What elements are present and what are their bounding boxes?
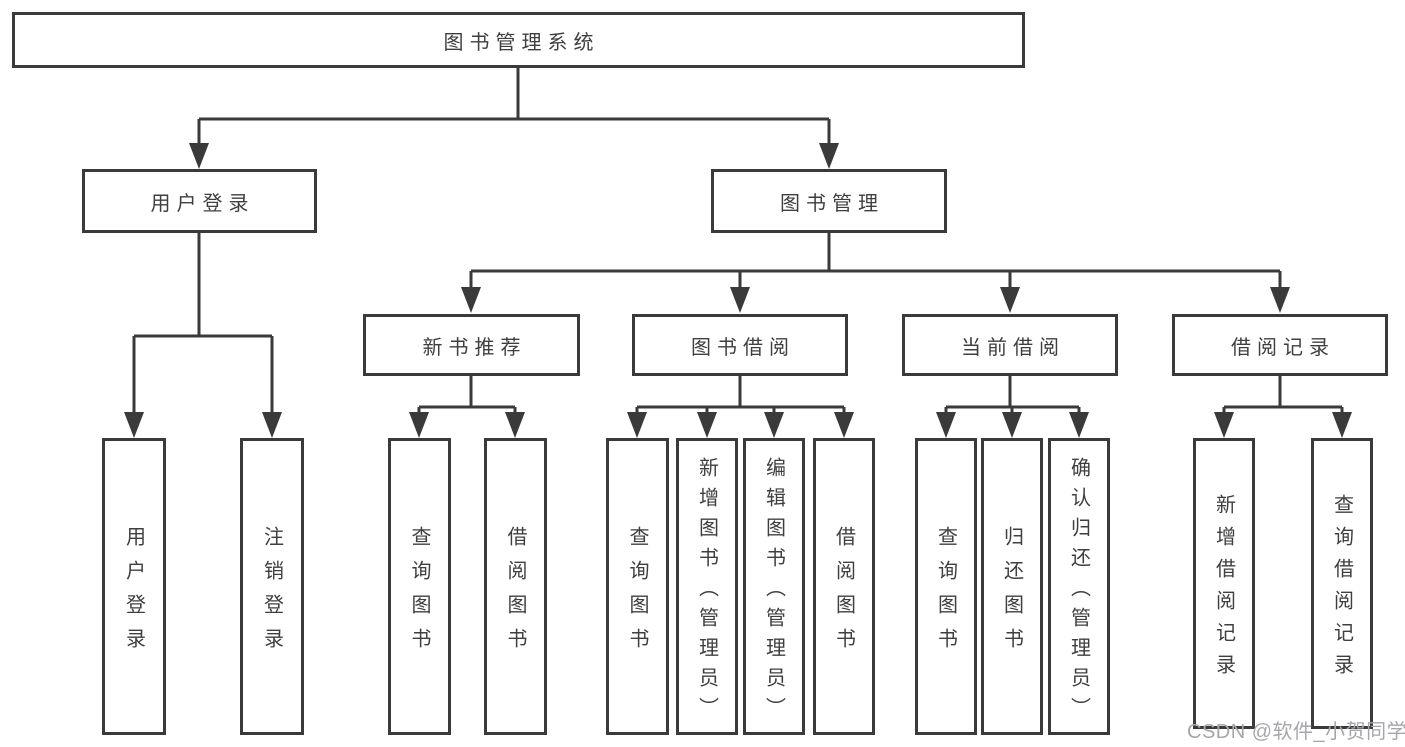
leaf-borrow-books-2-label: 借阅图书 <box>832 525 855 662</box>
leaf-query-books-2: 查询图书 <box>606 438 669 735</box>
node-new-book-recommendation-label: 新书推荐 <box>422 336 527 359</box>
leaf-add-borrow-record: 新增借阅记录 <box>1193 438 1255 729</box>
leaf-query-books-1: 查询图书 <box>388 438 451 735</box>
leaf-confirm-return-admin-label: 确认归还（管理员） <box>1067 456 1090 727</box>
leaf-query-borrow-record-label: 查询借阅记录 <box>1330 493 1353 686</box>
leaf-borrow-books-1: 借阅图书 <box>484 438 547 735</box>
node-library-management-system: 图书管理系统 <box>12 12 1025 68</box>
connector-line-paths <box>132 68 1344 414</box>
node-borrowing-records: 借阅记录 <box>1172 314 1388 376</box>
leaf-borrow-books-2: 借阅图书 <box>813 438 875 735</box>
node-new-book-recommendation: 新书推荐 <box>363 314 580 376</box>
node-library-management-system-label: 图书管理系统 <box>443 31 600 54</box>
leaf-query-books-1-label: 查询图书 <box>408 525 430 662</box>
leaf-logout-label: 注销登录 <box>260 525 283 662</box>
node-book-borrowing: 图书借阅 <box>632 314 848 376</box>
leaf-query-books-3-label: 查询图书 <box>934 525 957 662</box>
node-current-borrowing: 当前借阅 <box>902 314 1118 376</box>
leaf-query-borrow-record: 查询借阅记录 <box>1311 438 1373 729</box>
node-book-management-label: 图书管理 <box>780 192 884 215</box>
csdn-watermark: CSDN @软件_小贺同学 <box>1187 721 1405 743</box>
node-user-login: 用户登录 <box>82 169 317 233</box>
leaf-return-books-label: 归还图书 <box>1000 525 1023 662</box>
arrowheads <box>124 143 1352 438</box>
leaf-add-borrow-record-label: 新增借阅记录 <box>1212 493 1235 686</box>
node-current-borrowing-label: 当前借阅 <box>961 336 1065 359</box>
leaf-confirm-return-admin: 确认归还（管理员） <box>1048 438 1110 735</box>
node-book-borrowing-label: 图书借阅 <box>691 336 795 359</box>
leaf-logout: 注销登录 <box>240 438 304 735</box>
leaf-query-books-3: 查询图书 <box>915 438 977 735</box>
leaf-edit-books-admin-label: 编辑图书（管理员） <box>762 456 785 727</box>
leaf-return-books: 归还图书 <box>981 438 1043 735</box>
leaf-user-login: 用户登录 <box>102 438 166 735</box>
node-borrowing-records-label: 借阅记录 <box>1231 336 1335 359</box>
leaf-borrow-books-1-label: 借阅图书 <box>504 525 526 662</box>
leaf-add-books-admin: 新增图书（管理员） <box>676 438 738 735</box>
node-user-login-label: 用户登录 <box>150 192 255 215</box>
node-book-management: 图书管理 <box>711 169 947 233</box>
leaf-user-login-label: 用户登录 <box>122 525 145 662</box>
leaf-add-books-admin-label: 新增图书（管理员） <box>695 456 718 727</box>
leaf-query-books-2-label: 查询图书 <box>626 525 648 662</box>
leaf-edit-books-admin: 编辑图书（管理员） <box>743 438 805 735</box>
